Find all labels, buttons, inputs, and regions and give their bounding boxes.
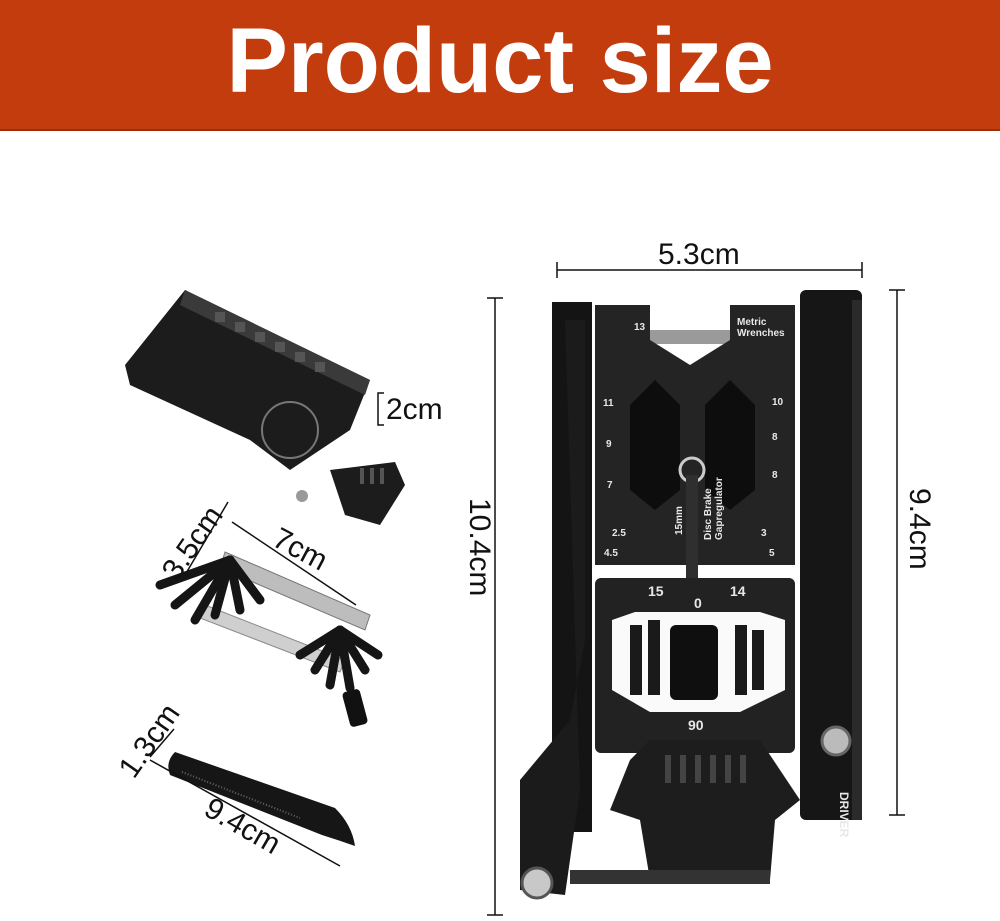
size-7: 7 bbox=[607, 480, 613, 491]
gapregulator-text: Gapregulator bbox=[714, 477, 725, 540]
height-dimension: 10.4cm bbox=[463, 297, 503, 916]
disc-brake-text: Disc Brake bbox=[703, 488, 714, 540]
angle-90: 90 bbox=[688, 717, 704, 733]
size-4-5: 4.5 bbox=[604, 548, 618, 559]
size-8a: 8 bbox=[772, 432, 778, 443]
header-banner: Product size bbox=[0, 0, 1000, 131]
size-10: 10 bbox=[772, 397, 784, 408]
hex-length-label: 7cm bbox=[267, 522, 333, 578]
width-label: 5.3cm bbox=[658, 238, 740, 271]
size-5: 5 bbox=[769, 548, 775, 559]
angle-14: 14 bbox=[730, 583, 746, 599]
thickness-label: 2cm bbox=[386, 393, 443, 426]
folded-tool-image bbox=[125, 290, 405, 525]
angle-15: 15 bbox=[648, 583, 664, 599]
height-label: 10.4cm bbox=[463, 498, 496, 596]
mm-text: 15mm bbox=[674, 506, 685, 535]
size-13: 13 bbox=[634, 322, 646, 333]
side-height-dimension: 9.4cm bbox=[889, 289, 936, 816]
hex-key-set-image bbox=[155, 551, 383, 727]
side-height-label: 9.4cm bbox=[903, 488, 936, 570]
main-tool-image: DRIVER 13 Metric Wrenches 11 10 9 8 7 8 … bbox=[520, 290, 862, 900]
size-11: 11 bbox=[603, 398, 614, 409]
size-8b: 8 bbox=[772, 470, 778, 481]
page-title: Product size bbox=[226, 10, 774, 112]
tyre-lever-image bbox=[168, 752, 355, 846]
width-dimension: 5.3cm bbox=[556, 238, 863, 278]
thickness-dimension: 2cm bbox=[377, 392, 443, 426]
size-3: 3 bbox=[761, 528, 767, 539]
angle-0: 0 bbox=[694, 595, 702, 611]
size-9: 9 bbox=[606, 439, 612, 450]
metric-text: Metric bbox=[737, 317, 767, 328]
driver-text: DRIVER bbox=[837, 792, 851, 838]
wrenches-text: Wrenches bbox=[737, 328, 785, 339]
size-2-5: 2.5 bbox=[612, 528, 626, 539]
